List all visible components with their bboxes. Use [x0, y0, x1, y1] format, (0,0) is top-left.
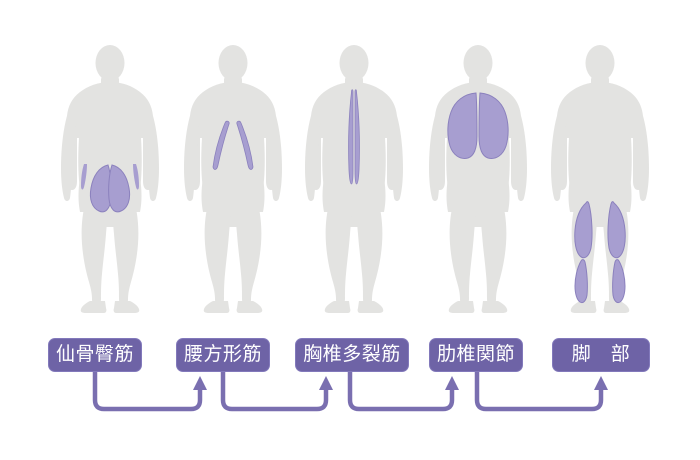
highlight-gluteal-muscles [81, 164, 139, 213]
connector-4 [474, 372, 604, 412]
connector-3 [347, 372, 455, 412]
label-costovertebral-joint[interactable]: 肋椎関節 [429, 338, 523, 372]
connector-3-arrowhead [445, 376, 459, 390]
highlight-spinal-strips [348, 89, 360, 185]
highlight-thigh-and-calf [574, 201, 626, 304]
label-thoracic-multifidus[interactable]: 胸椎多裂筋 [295, 338, 409, 372]
label-leg[interactable]: 脚 部 [552, 338, 650, 372]
highlight-ribcage-lungs [447, 92, 509, 159]
figure-costovertebral-joint [429, 45, 527, 313]
highlight-lower-back-strips [212, 120, 254, 170]
figure-thoracic-multifidus [305, 45, 403, 313]
figure-quadratus-lumborum [184, 45, 282, 313]
label-quadratus-lumborum[interactable]: 腰方形筋 [176, 338, 270, 372]
figure-sacro-gluteal [61, 45, 159, 313]
connector-1 [92, 372, 203, 412]
connector-2 [220, 372, 329, 412]
label-sacro-gluteal[interactable]: 仙骨臀筋 [48, 338, 142, 372]
connector-2-arrowhead [319, 376, 333, 390]
connector-1-arrowhead [193, 376, 207, 390]
figure-leg [551, 45, 649, 313]
connector-4-arrowhead [594, 376, 608, 390]
